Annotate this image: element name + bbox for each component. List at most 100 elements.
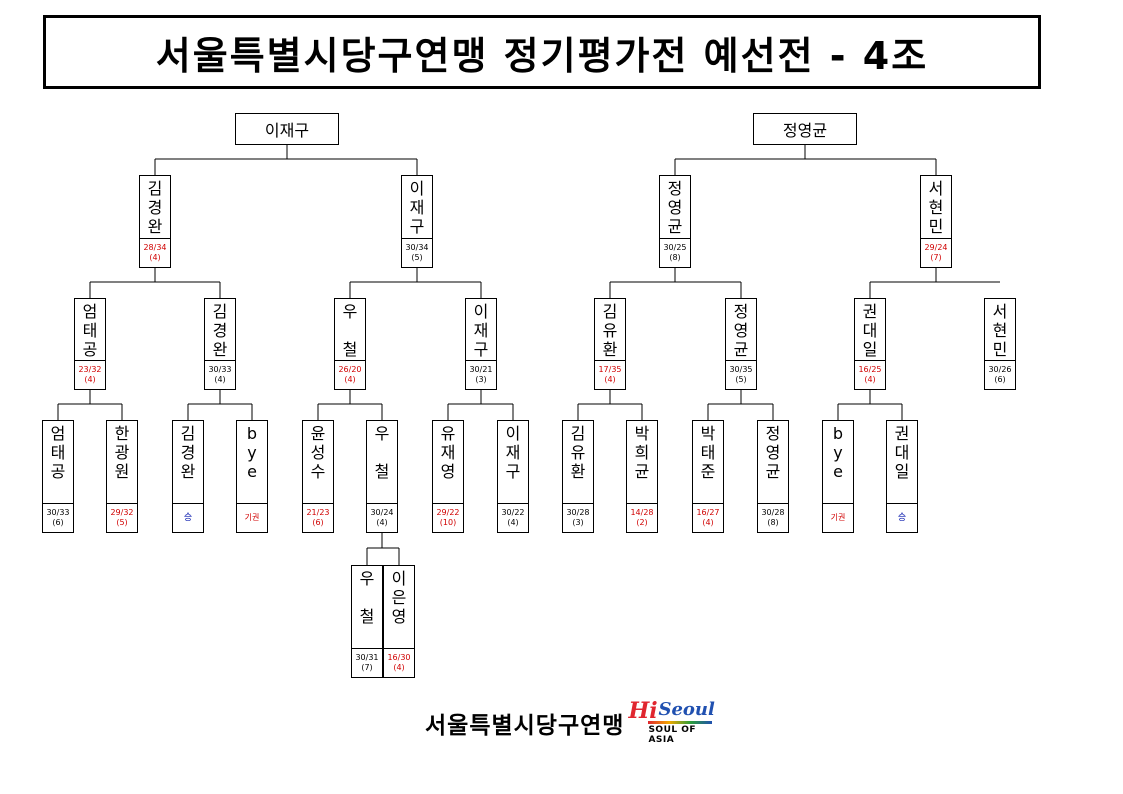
score-value: 30/22 [501,508,525,517]
score-value: 23/32 [78,365,102,374]
player-name-vertical: 유 재 영 [440,424,456,481]
player-name: 이 재 구 [402,176,432,238]
player-name: 박 희 균 [627,421,657,503]
bracket-player-first-round: 박 희 균 14/28(2) [626,420,658,533]
player-name: 이 재 구 [466,299,496,360]
player-name: 정 영 균 [660,176,690,238]
logo-tagline: SOUL OF ASIA [648,725,697,745]
right-group-winner: 정영균 [753,113,857,145]
score-value: 14/28 [630,508,654,517]
player-name-vertical: 우 철 [342,302,358,359]
logo-seoul-text: Seoul [658,699,715,720]
player-name-vertical: 권 대 일 [862,302,878,359]
inning-count: (6) [994,375,1006,384]
score-value: 30/25 [663,243,687,252]
inning-count: (4) [376,518,388,527]
inning-count: (8) [669,253,681,262]
player-name: 김 유 환 [563,421,593,503]
player-name: 우 철 [367,421,397,503]
player-name-vertical: 엄 태 공 [50,424,66,481]
player-name: 우 철 [335,299,365,360]
match-score: 30/35(5) [726,360,756,389]
inning-count: (5) [411,253,423,262]
hi-seoul-logo: Hi Seoul SOUL OF ASIA [628,695,715,745]
score-value: 30/31 [355,653,379,662]
match-score: 30/33(6) [43,503,73,532]
inning-count: (4) [393,663,405,672]
player-name-vertical: b y e [246,424,258,481]
match-score: 14/28(2) [627,503,657,532]
footer: 서울특별시당구연맹 Hi Seoul SOUL OF ASIA [425,695,715,745]
match-score: 26/20(4) [335,360,365,389]
inning-count: (7) [930,253,942,262]
left-group-winner: 이재구 [235,113,339,145]
match-score: 30/34(5) [402,238,432,267]
inning-count: (4) [864,375,876,384]
player-name-vertical: 박 희 균 [634,424,650,481]
inning-count: (8) [767,518,779,527]
title-box: 서울특별시당구연맹 정기평가전 예선전 - 4조 [43,15,1041,89]
player-name-vertical: 김 경 완 [180,424,196,481]
player-name-vertical: 이 은 영 [391,569,407,626]
footer-org-name: 서울특별시당구연맹 [425,713,625,739]
player-name: 유 재 영 [433,421,463,503]
inning-count: (5) [735,375,747,384]
inning-count: (5) [116,518,128,527]
match-score: 30/26(6) [985,360,1015,389]
match-score: 30/33(4) [205,360,235,389]
inning-count: (6) [312,518,324,527]
player-name: 김 경 완 [173,421,203,503]
score-value: 승 [183,513,193,523]
player-name: 윤 성 수 [303,421,333,503]
player-name: 권 대 일 [887,421,917,503]
winner-name: 정영균 [782,121,828,140]
score-value: 30/34 [405,243,429,252]
inning-count: (3) [475,375,487,384]
player-name-vertical: 이 재 구 [505,424,521,481]
match-score: 30/25(8) [660,238,690,267]
match-score: 17/35(4) [595,360,625,389]
match-score: 29/22(10) [433,503,463,532]
inning-count: (4) [344,375,356,384]
inning-count: (6) [52,518,64,527]
score-value: 16/27 [696,508,720,517]
player-name: 서 현 민 [985,299,1015,360]
match-score: 승 [887,503,917,532]
score-value: 30/26 [988,365,1012,374]
player-name: 서 현 민 [921,176,951,238]
logo-hi-text: Hi [628,698,658,724]
score-value: 16/30 [387,653,411,662]
bracket-player-preliminary: 이 은 영 16/30(4) [383,565,415,678]
match-score: 30/22(4) [498,503,528,532]
score-value: 30/24 [370,508,394,517]
inning-count: (4) [702,518,714,527]
inning-count: (4) [214,375,226,384]
player-name-vertical: 엄 태 공 [82,302,98,359]
player-name-vertical: 김 유 환 [602,302,618,359]
player-name-vertical: 김 경 완 [212,302,228,359]
bracket-player-quarterfinal: 이 재 구 30/21(3) [465,298,497,390]
player-name-vertical: 한 광 원 [114,424,130,481]
player-name: b y e [237,421,267,503]
score-value: 30/33 [46,508,70,517]
player-name-vertical: 우 철 [359,569,375,626]
score-value: 30/21 [469,365,493,374]
player-name-vertical: 우 철 [374,424,390,481]
match-score: 28/34(4) [140,238,170,267]
inning-count: (4) [84,375,96,384]
player-name: 김 경 완 [205,299,235,360]
inning-count: (4) [507,518,519,527]
match-score: 승 [173,503,203,532]
match-score: 29/24(7) [921,238,951,267]
inning-count: (4) [149,253,161,262]
